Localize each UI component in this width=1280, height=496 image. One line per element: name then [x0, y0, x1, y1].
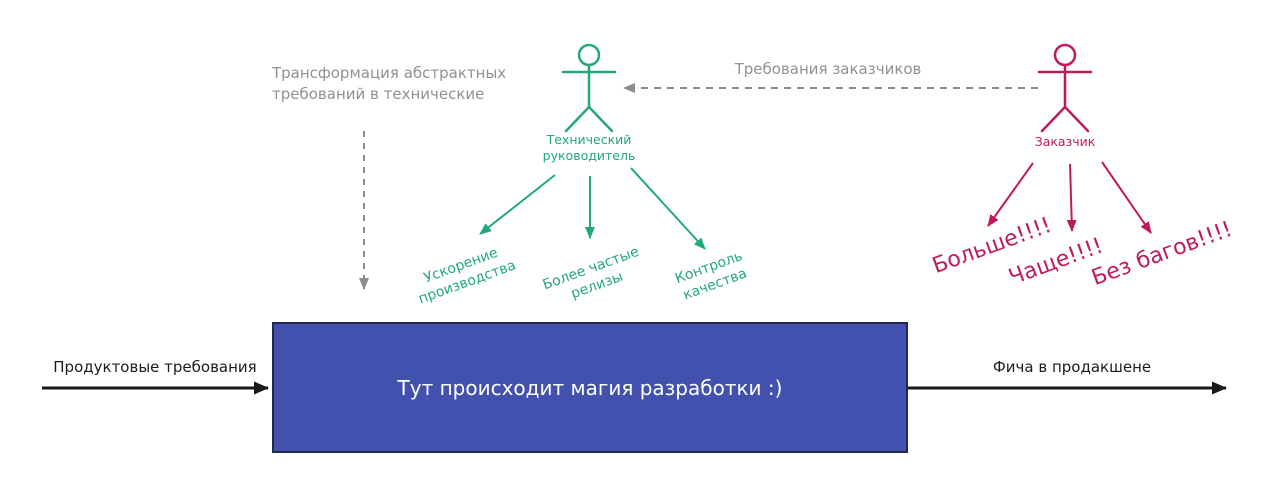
customer-label: Заказчик	[1034, 134, 1096, 149]
transformation-note: Трансформация абстрактных требований в т…	[272, 64, 507, 103]
tech-lead-figure	[561, 43, 617, 133]
customer-head	[1053, 43, 1077, 67]
tech-lead-leg-left	[564, 105, 591, 133]
demand-arrow-2	[1066, 163, 1077, 232]
goal-arrow-3	[630, 167, 706, 250]
input-flow-label: Продуктовые требования	[53, 358, 257, 376]
tech-lead-leg-right	[587, 105, 614, 133]
customer-figure	[1037, 43, 1093, 133]
demand-arrow-1	[987, 162, 1034, 227]
tech-lead-head	[577, 43, 601, 67]
customer-requirements-label: Требования заказчиков	[734, 60, 922, 78]
demand-arrow-3	[1101, 161, 1152, 234]
customer-leg-left	[1040, 105, 1067, 133]
magic-box-label: Тут происходит магия разработки :)	[397, 375, 783, 400]
goal-arrow-1	[479, 174, 556, 235]
tech-lead-label: Технический руководитель	[542, 132, 636, 163]
customer-leg-right	[1063, 105, 1090, 133]
magic-box: Тут происходит магия разработки :)	[272, 322, 908, 453]
output-flow-label: Фича в продакшене	[992, 358, 1152, 376]
